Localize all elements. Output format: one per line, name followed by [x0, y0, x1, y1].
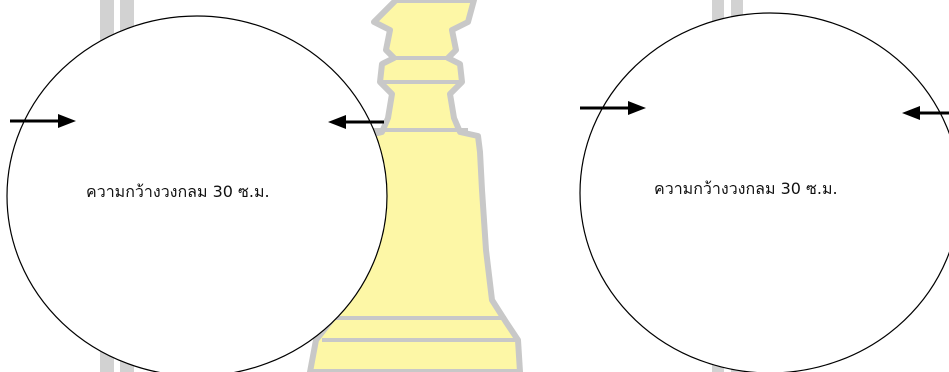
circle	[579, 12, 949, 372]
arrow-right-icon	[10, 114, 76, 128]
arrow-left-icon	[902, 106, 949, 120]
circle-width-label-left: ความกว้างวงกลม 30 ซ.ม.	[86, 182, 270, 201]
circle-width-label-right: ความกว้างวงกลม 30 ซ.ม.	[654, 179, 838, 198]
circle-diagram-right	[579, 12, 949, 372]
arrow-left-icon	[328, 115, 384, 129]
circle-diagram-left	[6, 15, 388, 372]
arrow-right-icon	[580, 101, 646, 115]
circle	[6, 15, 388, 372]
